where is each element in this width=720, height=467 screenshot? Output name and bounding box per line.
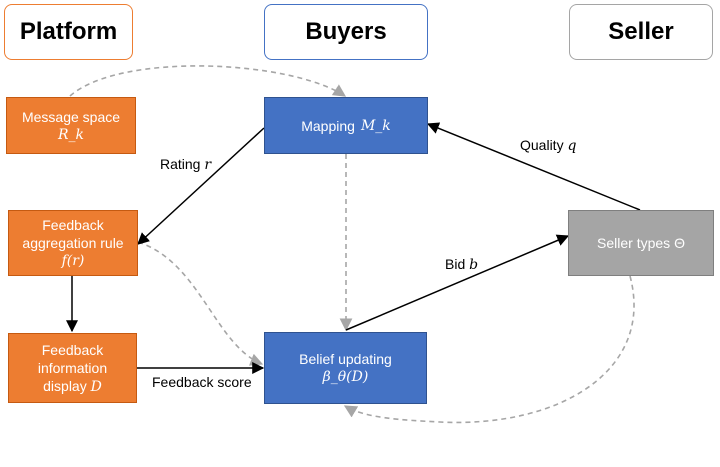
edge-seller-to-belief — [343, 275, 635, 424]
mapping-node: Mapping M_k — [264, 97, 428, 154]
belief-updating-node: Belief updating β_θ(D) — [264, 332, 427, 404]
platform-header: Platform — [4, 4, 133, 60]
rating-math: r — [204, 157, 212, 173]
message-space-node: Message space R_k — [6, 97, 136, 154]
rating-text: Rating — [160, 156, 201, 172]
feedback-score-text: Feedback score — [152, 374, 252, 390]
belief-updating-label: Belief updating — [299, 351, 392, 367]
seller-types-label: Seller types Θ — [597, 235, 685, 251]
platform-header-label: Platform — [19, 18, 118, 45]
buyers-header-label: Buyers — [305, 18, 387, 45]
quality-math: q — [567, 138, 577, 154]
message-space-math: R_k — [57, 126, 85, 143]
feedback-display-line3-row: display D — [43, 377, 102, 396]
bid-math: b — [469, 257, 479, 273]
mapping-math: M_k — [360, 117, 391, 134]
bid-edge-label: Bid b — [445, 256, 478, 273]
feedback-display-line2: information — [37, 359, 108, 376]
mapping-label: Mapping — [301, 117, 355, 134]
edge-rating — [137, 127, 265, 245]
feedback-aggregation-line1: Feedback — [42, 217, 104, 233]
quality-edge-label: Quality q — [520, 137, 576, 154]
edge-bid — [345, 234, 570, 331]
rating-edge-label: Rating r — [160, 156, 211, 173]
feedback-score-edge-label: Feedback score — [152, 374, 252, 390]
message-space-label: Message space — [21, 108, 121, 125]
edge-message-to-mapping — [69, 65, 347, 97]
edge-aggregation-to-belief — [137, 241, 264, 366]
feedback-aggregation-line2: aggregation rule — [22, 235, 124, 251]
edge-quality — [426, 122, 641, 211]
seller-header-label: Seller — [608, 18, 674, 45]
belief-updating-math: β_θ(D) — [322, 369, 369, 385]
feedback-display-line3: display — [43, 377, 87, 394]
feedback-display-node: Feedback information display D — [8, 333, 137, 403]
feedback-aggregation-math: f(r) — [61, 253, 85, 269]
feedback-display-line1: Feedback — [41, 341, 104, 358]
seller-header: Seller — [569, 4, 713, 60]
quality-text: Quality — [520, 137, 564, 153]
feedback-display-math: D — [90, 378, 102, 395]
seller-types-node: Seller types Θ — [568, 210, 714, 276]
feedback-aggregation-node: Feedback aggregation rule f(r) — [8, 210, 138, 276]
buyers-header: Buyers — [264, 4, 428, 60]
bid-text: Bid — [445, 256, 466, 272]
